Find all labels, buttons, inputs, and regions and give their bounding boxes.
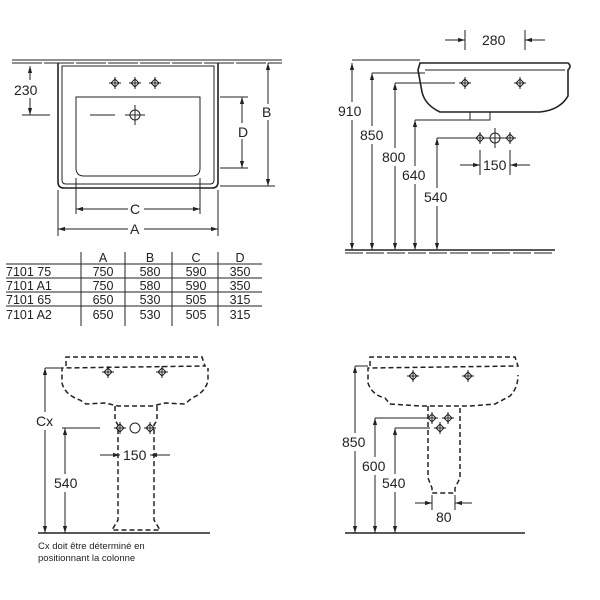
header-C: C bbox=[191, 251, 200, 265]
table-row: 7101 65 650 530 505 315 bbox=[6, 293, 250, 307]
dim-80: 80 bbox=[436, 509, 452, 525]
dim-C: C bbox=[130, 201, 140, 217]
dim-600: 600 bbox=[362, 458, 386, 474]
dimension-table: A B C D 7101 75 750 580 590 350 7101 A1 … bbox=[6, 251, 262, 326]
dim-540: 540 bbox=[54, 475, 78, 491]
cell: 315 bbox=[230, 308, 251, 322]
cell: 580 bbox=[140, 279, 161, 293]
side-view: 280 910 850 800 640 540 150 bbox=[338, 30, 571, 254]
table-row: 7101 A1 750 580 590 350 bbox=[6, 279, 250, 293]
cell: 7101 A2 bbox=[6, 308, 52, 322]
cell: 590 bbox=[186, 279, 207, 293]
header-A: A bbox=[99, 251, 108, 265]
cell: 750 bbox=[93, 265, 114, 279]
dim-640: 640 bbox=[402, 167, 426, 183]
header-B: B bbox=[146, 251, 154, 265]
note-line-2: positionnant la colonne bbox=[38, 553, 135, 564]
cell: 580 bbox=[140, 265, 161, 279]
dim-A: A bbox=[130, 221, 140, 237]
cell: 350 bbox=[230, 265, 251, 279]
side-pedestal-view: 850 600 540 80 bbox=[341, 356, 525, 534]
cell: 750 bbox=[93, 279, 114, 293]
cell: 530 bbox=[140, 308, 161, 322]
dim-540: 540 bbox=[424, 189, 448, 205]
cell: 530 bbox=[140, 293, 161, 307]
cell: 7101 A1 bbox=[6, 279, 52, 293]
dim-150: 150 bbox=[483, 157, 507, 173]
cell: 650 bbox=[93, 293, 114, 307]
dim-910: 910 bbox=[338, 103, 362, 119]
dim-540: 540 bbox=[382, 475, 406, 491]
cell: 505 bbox=[186, 293, 207, 307]
note-line-1: Cx doit être déterminé en bbox=[38, 541, 145, 552]
dim-D: D bbox=[238, 124, 248, 140]
cell: 7101 75 bbox=[6, 265, 51, 279]
cell: 350 bbox=[230, 279, 251, 293]
dim-850: 850 bbox=[360, 127, 384, 143]
table-row: 7101 75 750 580 590 350 bbox=[6, 265, 250, 279]
dim-150: 150 bbox=[123, 447, 147, 463]
table-row: 7101 A2 650 530 505 315 bbox=[6, 308, 250, 322]
cell: 7101 65 bbox=[6, 293, 51, 307]
header-D: D bbox=[235, 251, 244, 265]
dim-850: 850 bbox=[342, 434, 366, 450]
dim-800: 800 bbox=[382, 149, 406, 165]
top-view: 230 D B C A bbox=[12, 59, 282, 237]
dim-230: 230 bbox=[14, 82, 38, 98]
dim-cx: Cx bbox=[36, 413, 53, 429]
front-pedestal-view: Cx 540 150 Cx doit être déterminé en pos… bbox=[34, 356, 210, 564]
cell: 650 bbox=[93, 308, 114, 322]
cell: 590 bbox=[186, 265, 207, 279]
cell: 505 bbox=[186, 308, 207, 322]
dim-B: B bbox=[262, 104, 271, 120]
cell: 315 bbox=[230, 293, 251, 307]
dim-280: 280 bbox=[482, 32, 506, 48]
